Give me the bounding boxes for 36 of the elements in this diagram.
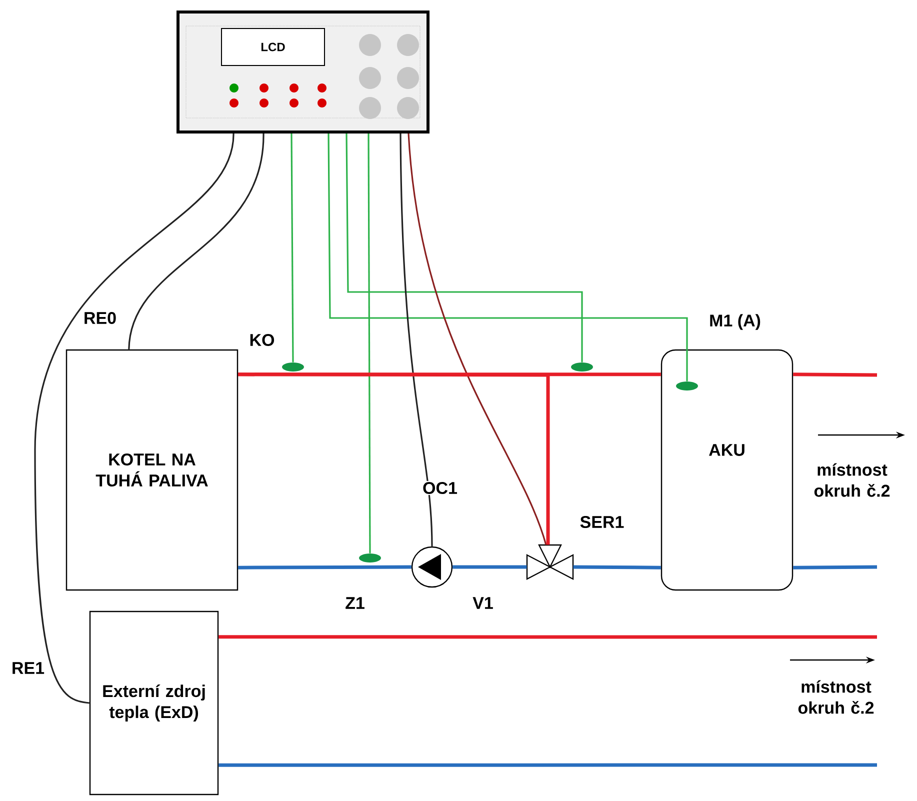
pipe	[793, 372, 878, 377]
lcd-display: LCD	[221, 28, 325, 66]
component-label: KO	[250, 334, 274, 346]
cable	[408, 133, 547, 546]
sensor	[359, 554, 381, 562]
pipe	[238, 372, 550, 545]
sensor	[282, 362, 304, 372]
pipe	[793, 565, 878, 570]
pipe	[218, 635, 877, 639]
room-label: místnost okruh č.2	[814, 463, 890, 497]
component-box: AKU	[660, 349, 794, 591]
pump-symbol	[411, 546, 453, 588]
component-box: KOTEL NA TUHÁ PALIVA	[66, 349, 238, 591]
pipe	[218, 763, 878, 767]
cable	[290, 134, 294, 362]
pipe	[452, 565, 527, 569]
sensor	[676, 382, 698, 390]
component-label: Z1	[346, 597, 364, 609]
pipe	[238, 565, 412, 570]
edge-label: RE0	[82, 311, 118, 326]
sensor	[571, 362, 593, 372]
edge-label: OC1	[422, 481, 458, 496]
cable	[34, 133, 234, 704]
room-label: místnost okruh č.2	[798, 680, 874, 714]
cable	[368, 134, 371, 554]
component-label: V1	[472, 597, 493, 609]
cable	[128, 133, 264, 350]
pipe	[573, 565, 661, 570]
component-box: Externí zdroj tepla (ExD)	[89, 610, 219, 796]
component-label: M1 (A)	[710, 314, 760, 330]
cable	[346, 134, 583, 362]
cable	[400, 134, 433, 546]
edge-label: RE1	[10, 661, 46, 675]
component-label: SER1	[580, 516, 624, 528]
cable	[328, 134, 688, 382]
valve-symbol	[526, 544, 574, 580]
